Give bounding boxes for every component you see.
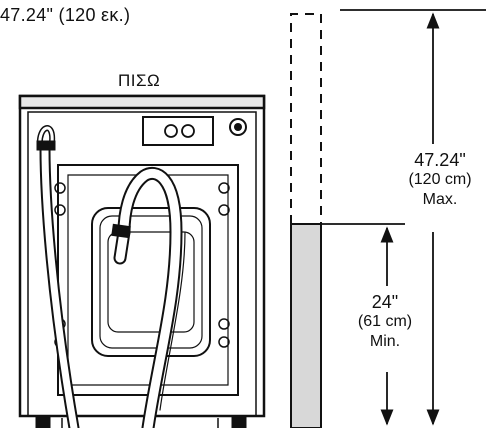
standpipe	[290, 13, 322, 428]
max-height-dimension: 47.24" (120 cm) Max.	[392, 150, 486, 210]
min-height-metric: (61 cm)	[357, 313, 413, 330]
min-height-value: 24"	[371, 292, 399, 312]
min-height-dimension: 24" (61 cm) Min.	[344, 292, 426, 352]
back-view-label: ΠΙΣΩ	[118, 71, 161, 90]
dimension-lines	[321, 9, 486, 426]
washing-machine-rear	[18, 94, 266, 428]
max-height-note-greek: 47.24" (120 εκ.)	[0, 5, 131, 25]
max-height-value: 47.24"	[414, 150, 466, 170]
max-height-metric: (120 cm)	[408, 171, 472, 188]
min-height-qualifier: Min.	[369, 333, 401, 350]
max-height-qualifier: Max.	[422, 191, 458, 208]
drain-hose	[36, 125, 186, 428]
